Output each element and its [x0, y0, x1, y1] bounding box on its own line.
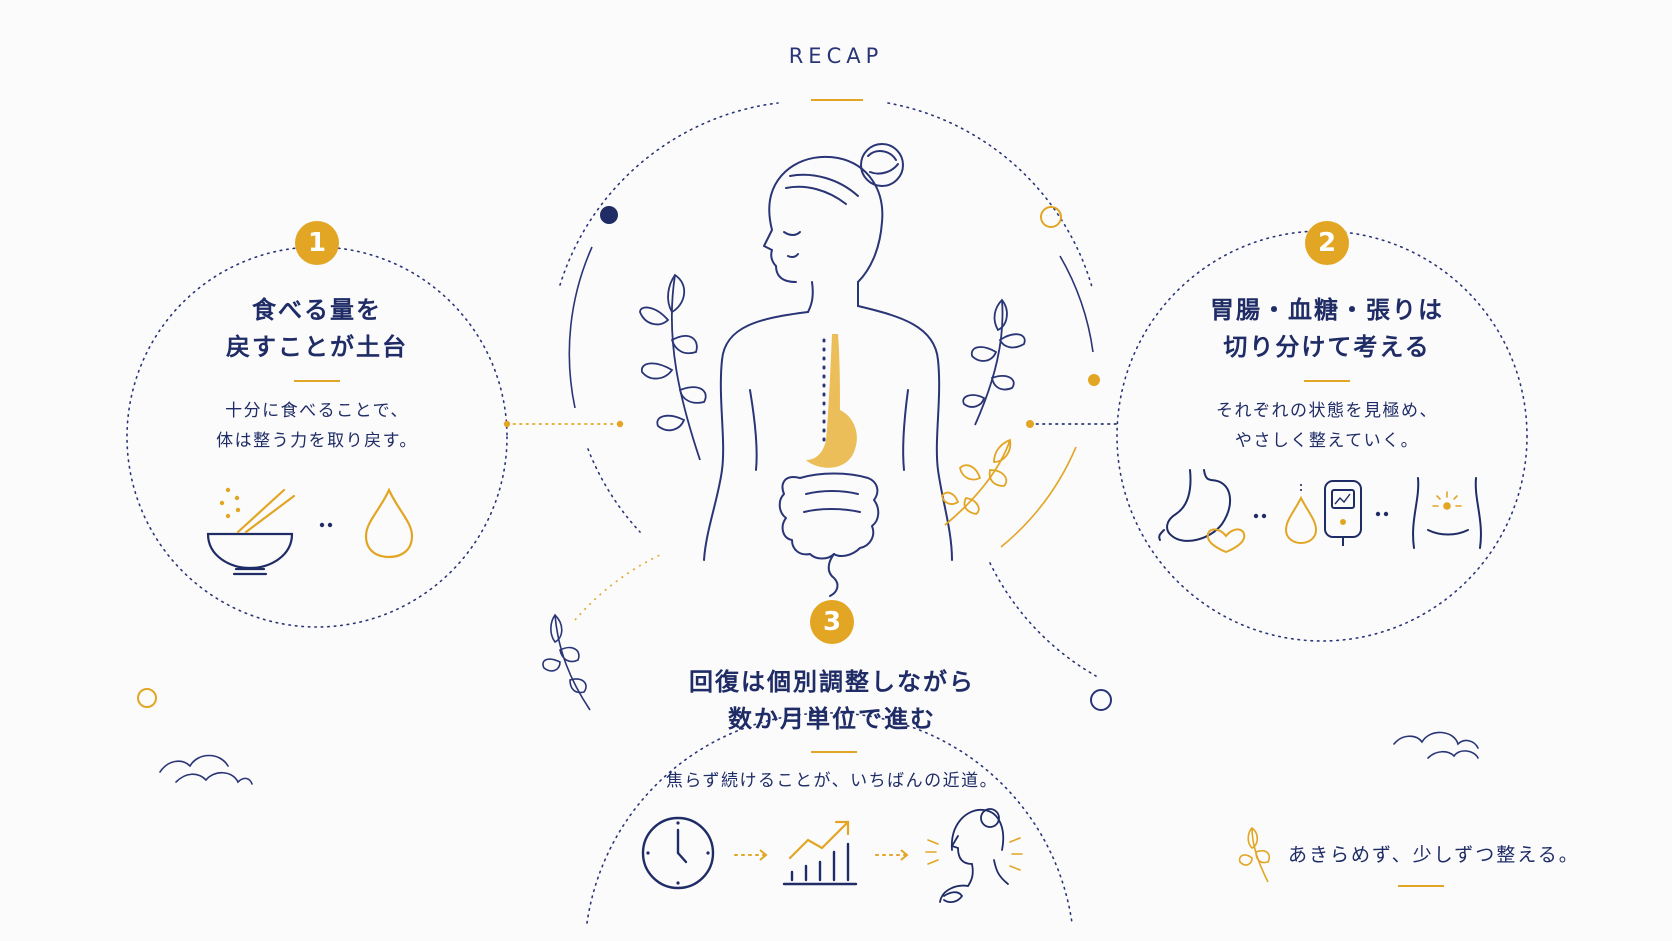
point-1-body: 十分に食べることで、 体は整う力を取り戻す。: [216, 401, 418, 451]
point-1-circle: [126, 246, 508, 628]
point-3-number-badge: 3: [810, 600, 854, 644]
leaf-branch-icon: [1238, 826, 1271, 883]
growth-chart-icon: [782, 820, 858, 886]
center-arc-top-right: [887, 102, 1093, 288]
center-arc-gold-right: [1000, 446, 1077, 548]
decor-ring: [1040, 206, 1062, 228]
point-2-circle: [1116, 230, 1528, 642]
point-3-arc: [586, 712, 1073, 924]
point-2-body: それぞれの状態を見極め、 やさしく整えていく。: [1216, 401, 1438, 451]
calm-woman-icon: [939, 808, 1009, 903]
center-arc-left-dots: [587, 448, 641, 533]
center-arc-solid-right: [1059, 255, 1094, 353]
leaf-branch-icon: [962, 298, 1026, 426]
clock-icon: [641, 816, 715, 890]
center-arc-gold-left: [574, 554, 661, 621]
decor-dot: [600, 206, 618, 224]
decor-ring: [1090, 689, 1112, 711]
water-drop-icon: [1284, 495, 1318, 545]
abdomen-icon: [1412, 477, 1482, 549]
decor-ring: [137, 688, 157, 708]
point-2-heading: 胃腸・血糖・張りは 切り分けて考える: [1210, 296, 1444, 361]
point-3-body: 焦らず続けることが、いちばんの近道。: [665, 771, 999, 791]
center-arc-solid-left: [568, 246, 593, 409]
water-drop-icon: [364, 487, 414, 559]
point-2-number-badge: 2: [1305, 221, 1349, 265]
cloud-icon: [1393, 731, 1479, 759]
point-1-heading: 食べる量を 戻すことが土台: [226, 296, 408, 361]
glucose-meter-icon: [1324, 480, 1362, 546]
point-3-heading: 回復は個別調整しながら 数か月単位で進む: [689, 668, 975, 733]
leaf-branch-icon: [639, 273, 707, 461]
center-arc-right-dots: [989, 562, 1097, 677]
center-arc-top-left: [559, 102, 779, 286]
rice-bowl-icon: [206, 488, 296, 576]
footer-tagline: あきらめず、少しずつ整える。: [1288, 844, 1580, 866]
body-illustration: [703, 143, 953, 597]
stomach-highlight: [806, 334, 857, 468]
leaf-branch-icon: [941, 438, 1012, 526]
page-title: RECAP: [788, 44, 884, 68]
stomach-heart-icon: [1158, 469, 1231, 542]
cloud-icon: [159, 754, 253, 785]
leaf-branch-icon: [542, 613, 591, 711]
decor-dot: [1088, 374, 1100, 386]
point-1-number-badge: 1: [295, 221, 339, 265]
